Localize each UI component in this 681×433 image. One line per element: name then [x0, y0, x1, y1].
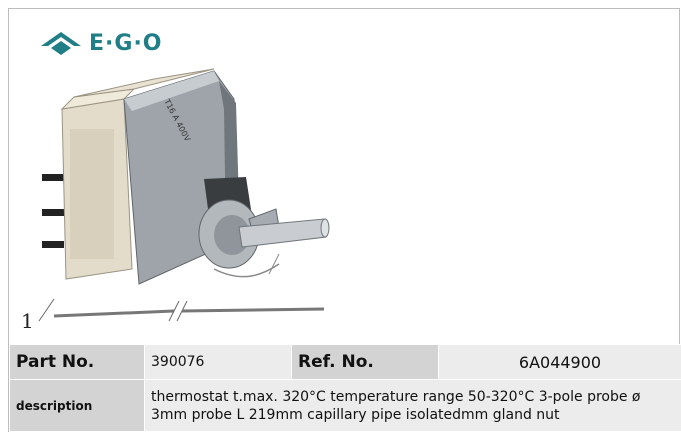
product-image-area: E·G·O T16 A 400V	[9, 9, 679, 344]
thermostat-product-image: T16 A 400V	[38, 68, 330, 322]
description-label: description	[9, 379, 145, 432]
ref-no-value: 6A044900	[438, 344, 681, 380]
table-row: Part No. 390076 Ref. No. 6A044900	[9, 344, 681, 380]
spec-table: Part No. 390076 Ref. No. 6A044900 descri…	[9, 344, 681, 432]
brand-name: E·G·O	[89, 30, 163, 56]
ego-logo-icon	[41, 32, 81, 55]
figure-number: 1	[21, 309, 34, 333]
part-no-label: Part No.	[9, 344, 145, 380]
description-value: thermostat t.max. 320°C temperature rang…	[144, 379, 681, 432]
brand-logo: E·G·O	[39, 29, 163, 57]
part-no-value: 390076	[144, 344, 292, 380]
product-card: E·G·O T16 A 400V	[8, 8, 681, 432]
table-row: description thermostat t.max. 320°C temp…	[9, 379, 681, 432]
ref-no-label: Ref. No.	[291, 344, 439, 380]
